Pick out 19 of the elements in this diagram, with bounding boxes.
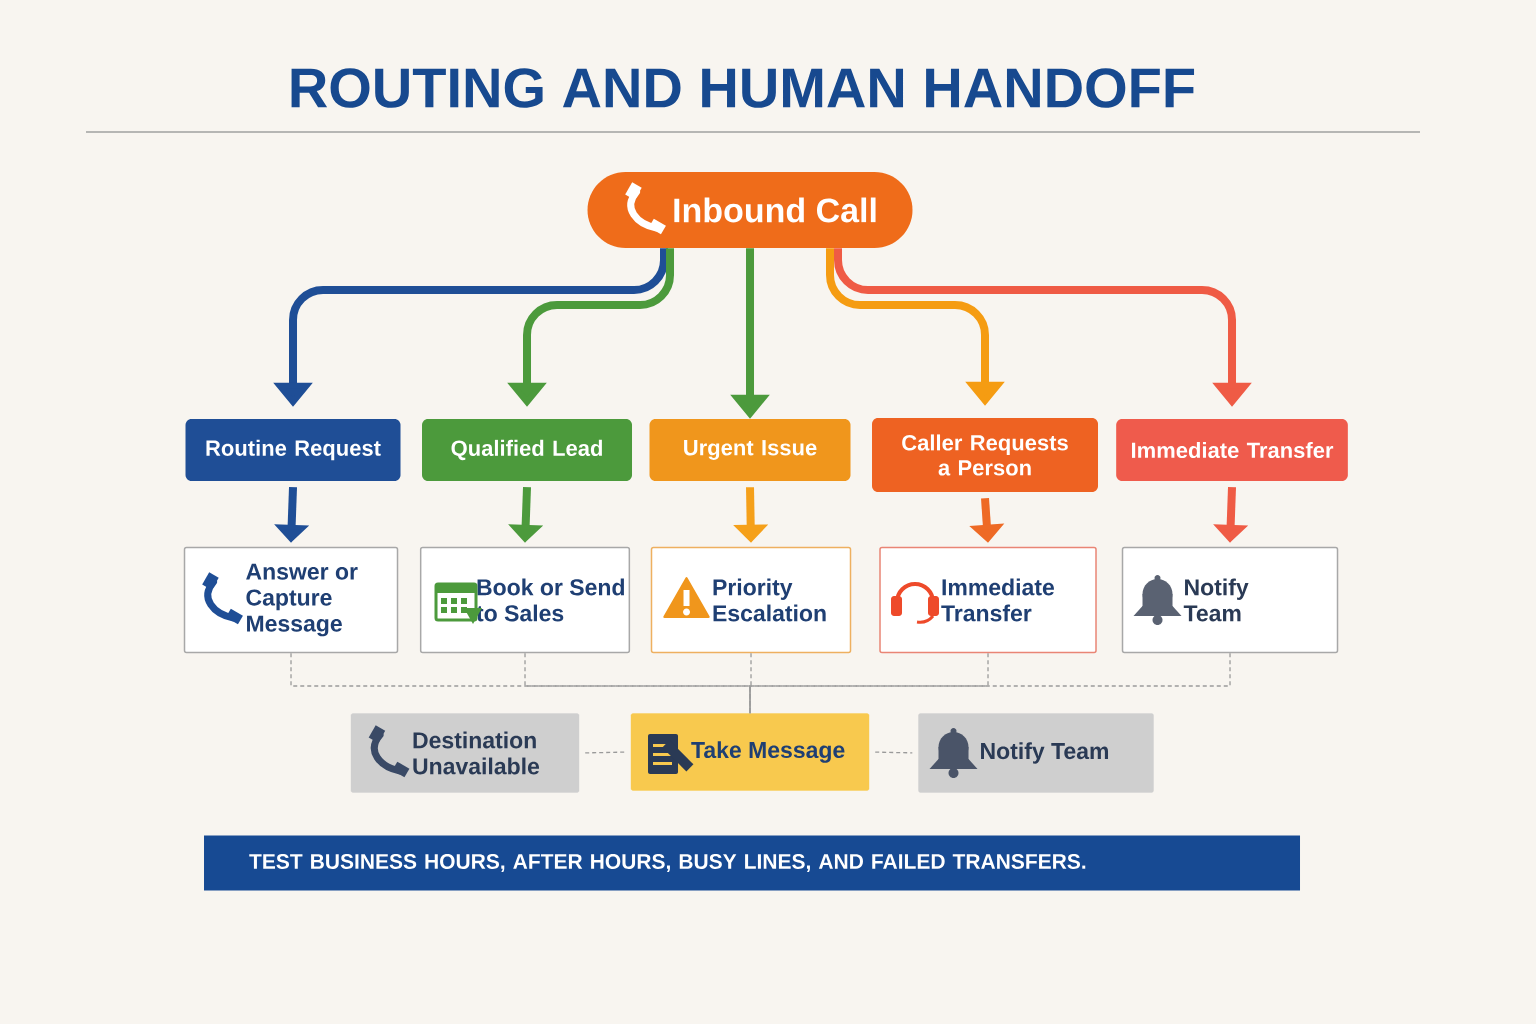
category-box: Routine Request <box>185 419 401 481</box>
fallback-box: Take Message <box>630 713 870 791</box>
dashed-connector <box>749 652 989 714</box>
fallback-box: Destination Unavailable <box>350 713 580 793</box>
action-box: Notify Team <box>1121 546 1339 654</box>
title: ROUTING AND HUMAN HANDOFF <box>291 68 1195 108</box>
category-box: Caller Requests a Person <box>872 418 1098 492</box>
action-box: Answer or Capture Message <box>183 546 399 654</box>
category-box: Qualified Lead <box>422 419 632 481</box>
start-pill: Inbound Call <box>587 172 913 248</box>
dashed-connector <box>584 751 626 754</box>
fallback-box: Notify Team <box>918 713 1154 793</box>
note-banner: TEST BUSINESS HOURS, AFTER HOURS, BUSY LINES, AND FAILED TRANSFERS. <box>204 835 1300 891</box>
action-box: Priority Escalation <box>650 546 852 654</box>
dashed-connector <box>749 652 1231 714</box>
category-box: Immediate Transfer <box>1116 419 1348 481</box>
action-box: Immediate Transfer <box>879 546 1097 654</box>
dashed-connector <box>874 751 913 754</box>
category-box: Urgent Issue <box>649 419 851 481</box>
